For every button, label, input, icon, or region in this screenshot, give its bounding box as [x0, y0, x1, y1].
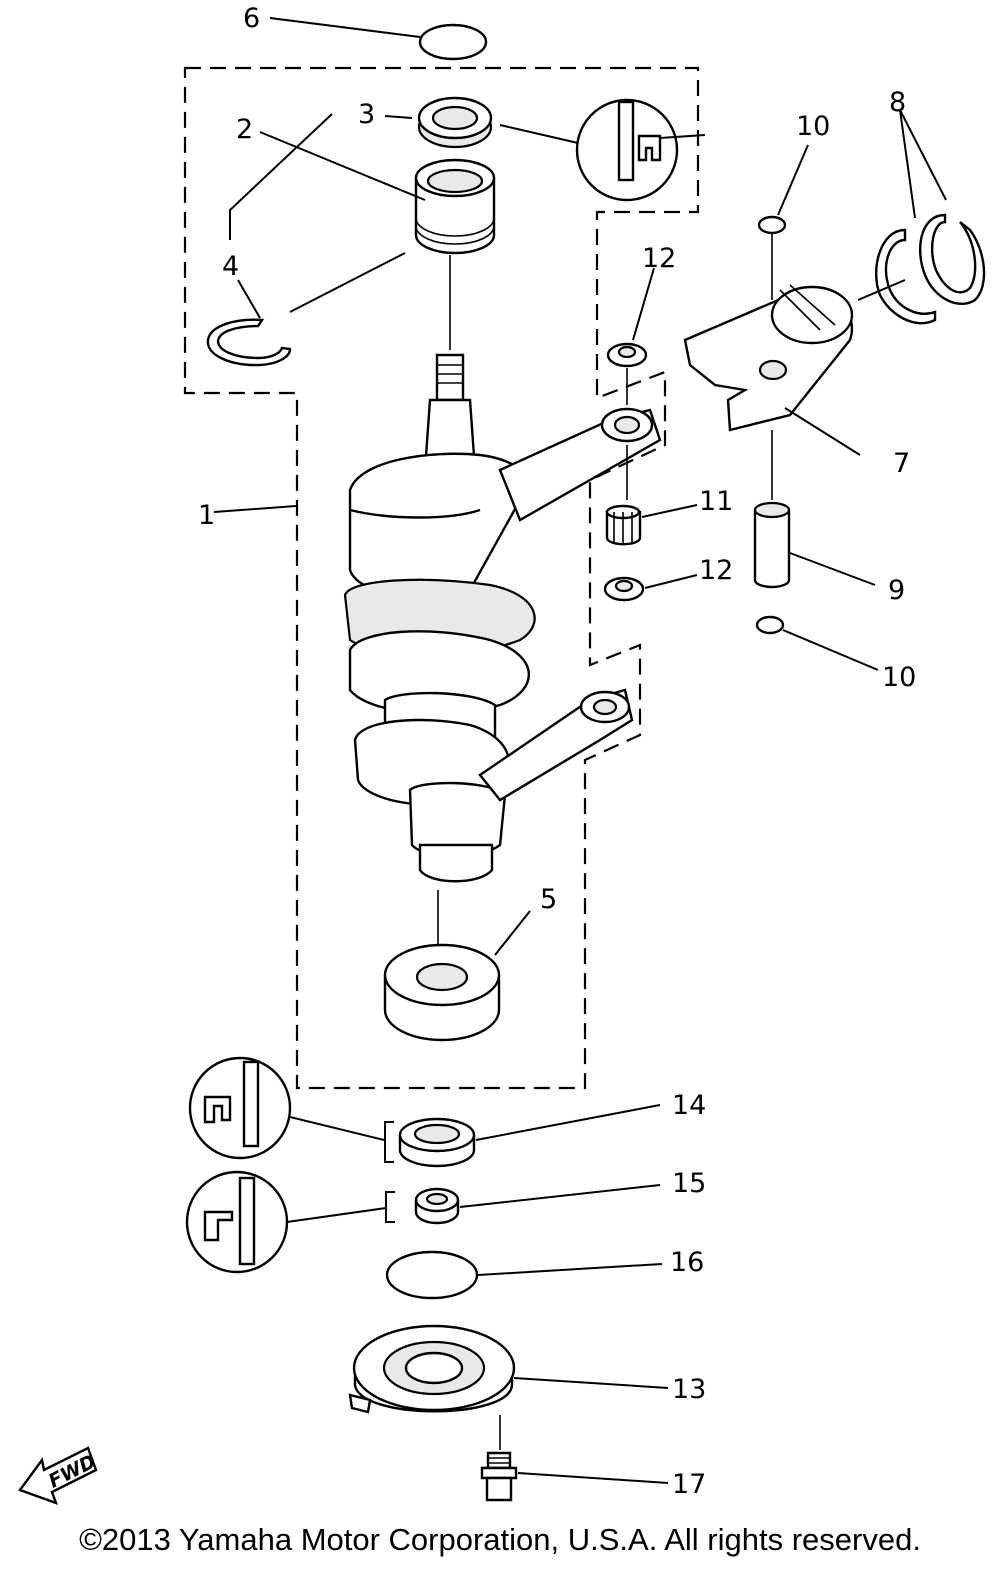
part-13-bearing-housing: [348, 1324, 516, 1414]
leader-lines: [213, 17, 947, 1484]
assembly-boundary-crank: [183, 66, 700, 1090]
callout-10-upper: 10: [796, 111, 830, 142]
part-9-piston-pin: [753, 430, 791, 589]
part-8-piston-rings: [875, 213, 986, 325]
part-16-o-ring: [385, 1250, 479, 1300]
callout-5: 5: [540, 884, 557, 915]
part-11-needle-bearing: [605, 504, 642, 546]
callout-12-lower: 12: [699, 555, 733, 586]
connecting-rod-upper: [498, 407, 662, 522]
callout-17: 17: [672, 1469, 706, 1500]
callout-6: 6: [243, 3, 260, 34]
part-5-lower-bearing: [383, 943, 501, 1042]
seal-detail-top: [499, 98, 679, 202]
part-2-bearing: [414, 158, 496, 255]
part-15-oil-seal: [414, 1187, 460, 1225]
forward-arrow-icon: FWD: [18, 1446, 99, 1505]
callout-8: 8: [889, 87, 906, 118]
callout-3: 3: [358, 99, 375, 130]
part-17-bolt: [480, 1451, 518, 1502]
part-10-clip-lower: [755, 615, 785, 635]
part-4-circlip: [206, 318, 292, 367]
callout-1: 1: [198, 500, 215, 531]
part-6-o-ring: [418, 23, 488, 61]
part-3-oil-seal: [417, 96, 493, 149]
callout-9: 9: [888, 575, 905, 606]
seal-detail-middle: [188, 1056, 385, 1160]
part-7-piston: [683, 284, 854, 432]
callout-10-lower: 10: [882, 662, 916, 693]
seal-detail-bottom: [185, 1170, 387, 1274]
part-12-washer-lower: [603, 576, 645, 602]
callout-11: 11: [699, 486, 733, 517]
callout-12-upper: 12: [642, 243, 676, 274]
part-10-clip-upper: [757, 215, 787, 235]
callout-2: 2: [236, 114, 253, 145]
copyright-notice: ©2013 Yamaha Motor Corporation, U.S.A. A…: [79, 1522, 921, 1557]
callout-16: 16: [670, 1247, 704, 1278]
callout-7: 7: [893, 448, 910, 479]
callout-14: 14: [672, 1090, 706, 1121]
callout-4: 4: [222, 251, 239, 282]
connecting-rod-lower: [478, 688, 634, 802]
callout-15: 15: [672, 1168, 706, 1199]
crankshaft: [343, 255, 536, 960]
callout-13: 13: [672, 1374, 706, 1405]
part-14-oil-seal: [398, 1117, 476, 1168]
part-12-washer-upper: [606, 342, 648, 368]
